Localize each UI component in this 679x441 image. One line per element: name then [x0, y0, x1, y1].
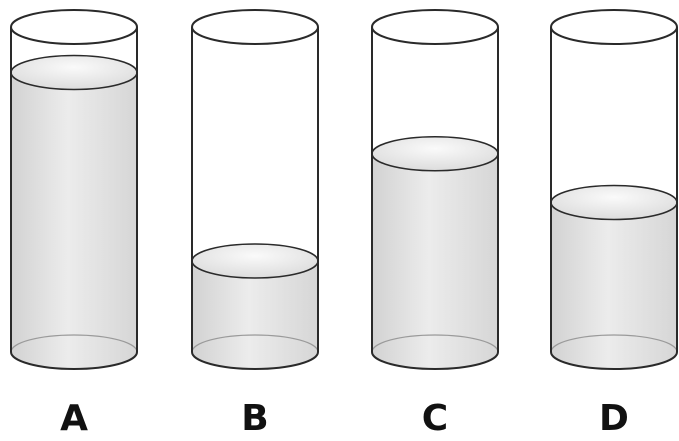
top-rim — [371, 9, 499, 45]
cylinder-d — [550, 9, 678, 370]
liquid-body — [11, 72, 137, 369]
cylinder-c — [371, 9, 499, 370]
bottom-front-arc — [371, 351, 499, 370]
liquid-body — [551, 202, 677, 369]
liquid-surface — [191, 243, 319, 279]
label-c: C — [422, 398, 448, 439]
cylinder-a — [10, 9, 138, 370]
label-a: A — [60, 398, 88, 439]
liquid-surface — [10, 54, 138, 91]
bottom-front-arc — [10, 351, 138, 370]
bottom-back-arc — [371, 334, 499, 353]
top-rim — [550, 9, 678, 45]
liquid-surface — [371, 135, 499, 172]
label-d: D — [599, 398, 629, 439]
top-rim — [10, 9, 138, 45]
liquid-body — [372, 153, 498, 369]
cylinder-b — [191, 9, 319, 370]
top-rim — [191, 9, 319, 45]
label-b: B — [241, 398, 268, 439]
liquid-surface — [550, 184, 678, 221]
bottom-back-arc — [191, 334, 319, 353]
bottom-front-arc — [191, 351, 319, 370]
liquid-body — [192, 261, 318, 369]
bottom-front-arc — [550, 351, 678, 370]
bottom-back-arc — [10, 334, 138, 353]
bottom-back-arc — [550, 334, 678, 353]
